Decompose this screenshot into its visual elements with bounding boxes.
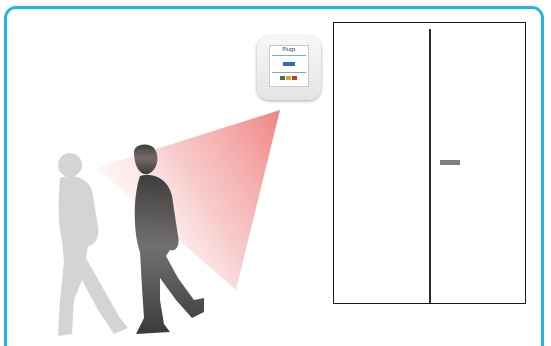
detection-beam: [96, 110, 280, 290]
device-screen-title: Plugs: [270, 47, 308, 53]
status-dot-amber: [286, 76, 291, 80]
door-handle: [440, 160, 460, 165]
device-screen-divider: [272, 72, 306, 73]
sliding-door: [333, 22, 526, 304]
device-screen-indicator: [283, 62, 295, 66]
sensor-device: Plugs: [257, 36, 321, 100]
device-screen: Plugs: [269, 45, 309, 87]
status-dot-red: [292, 76, 297, 80]
device-status-dots: [280, 76, 297, 80]
door-center-divider: [429, 29, 431, 303]
device-screen-divider: [272, 55, 306, 56]
status-dot-green: [280, 76, 285, 80]
